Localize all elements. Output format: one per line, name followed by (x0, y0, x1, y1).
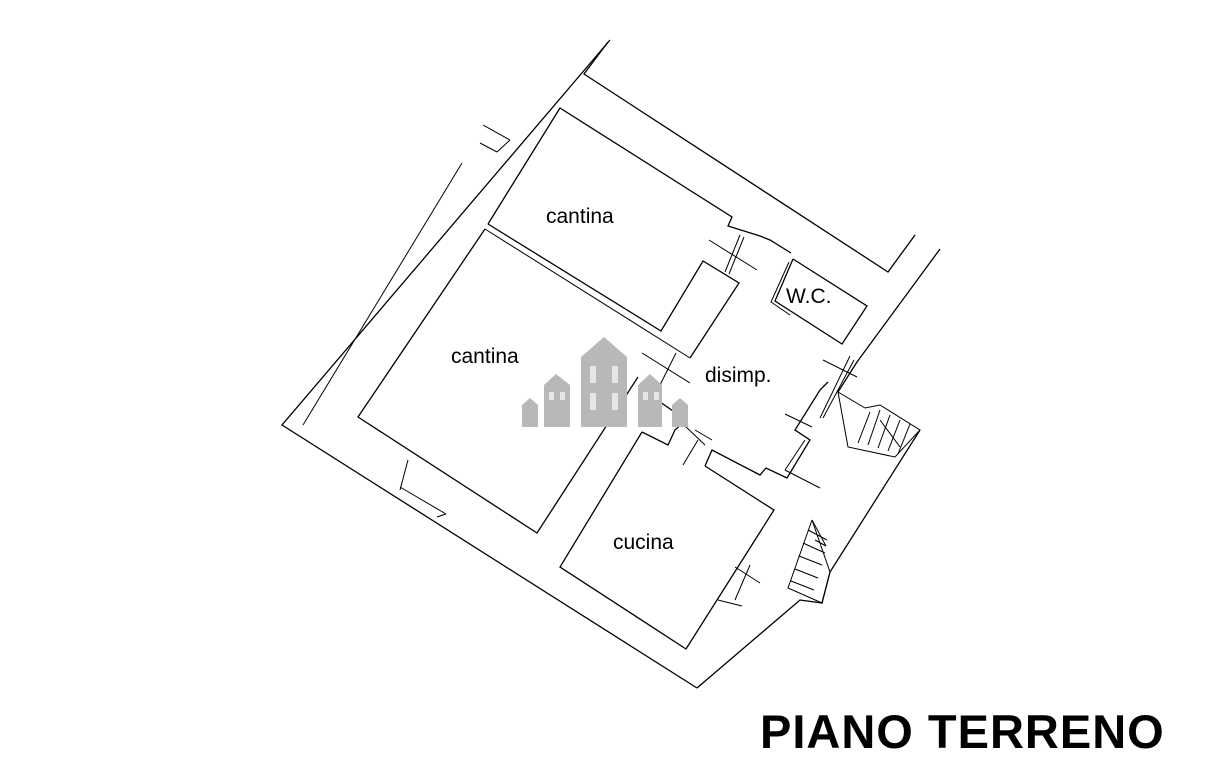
room-label-cucina: cucina (613, 531, 674, 554)
outer-wall-right (837, 248, 941, 393)
cantina-1-bottom (487, 223, 740, 359)
room-disimp (704, 381, 829, 479)
plan-title: PIANO TERRENO (760, 705, 1165, 758)
inner-wall-left (302, 162, 463, 426)
room-wc (774, 258, 868, 345)
room-label-cantina-1: cantina (546, 205, 614, 228)
room-label-disimp: disimp. (705, 364, 772, 387)
room-cantina-2 (357, 228, 639, 534)
room-cantina-1 (487, 107, 792, 254)
room-cucina (559, 431, 775, 650)
watermark-buildings-logo (522, 337, 688, 427)
room-label-wc: W.C. (786, 285, 832, 308)
wc-inner (770, 261, 791, 316)
door-marks (399, 124, 858, 607)
room-label-cantina-2: cantina (451, 345, 519, 368)
partition-wall (484, 228, 691, 359)
outer-wall-right-lower (696, 429, 921, 689)
outer-wall-left (281, 39, 698, 689)
outer-wall-top (583, 41, 916, 273)
stairs (787, 391, 921, 604)
